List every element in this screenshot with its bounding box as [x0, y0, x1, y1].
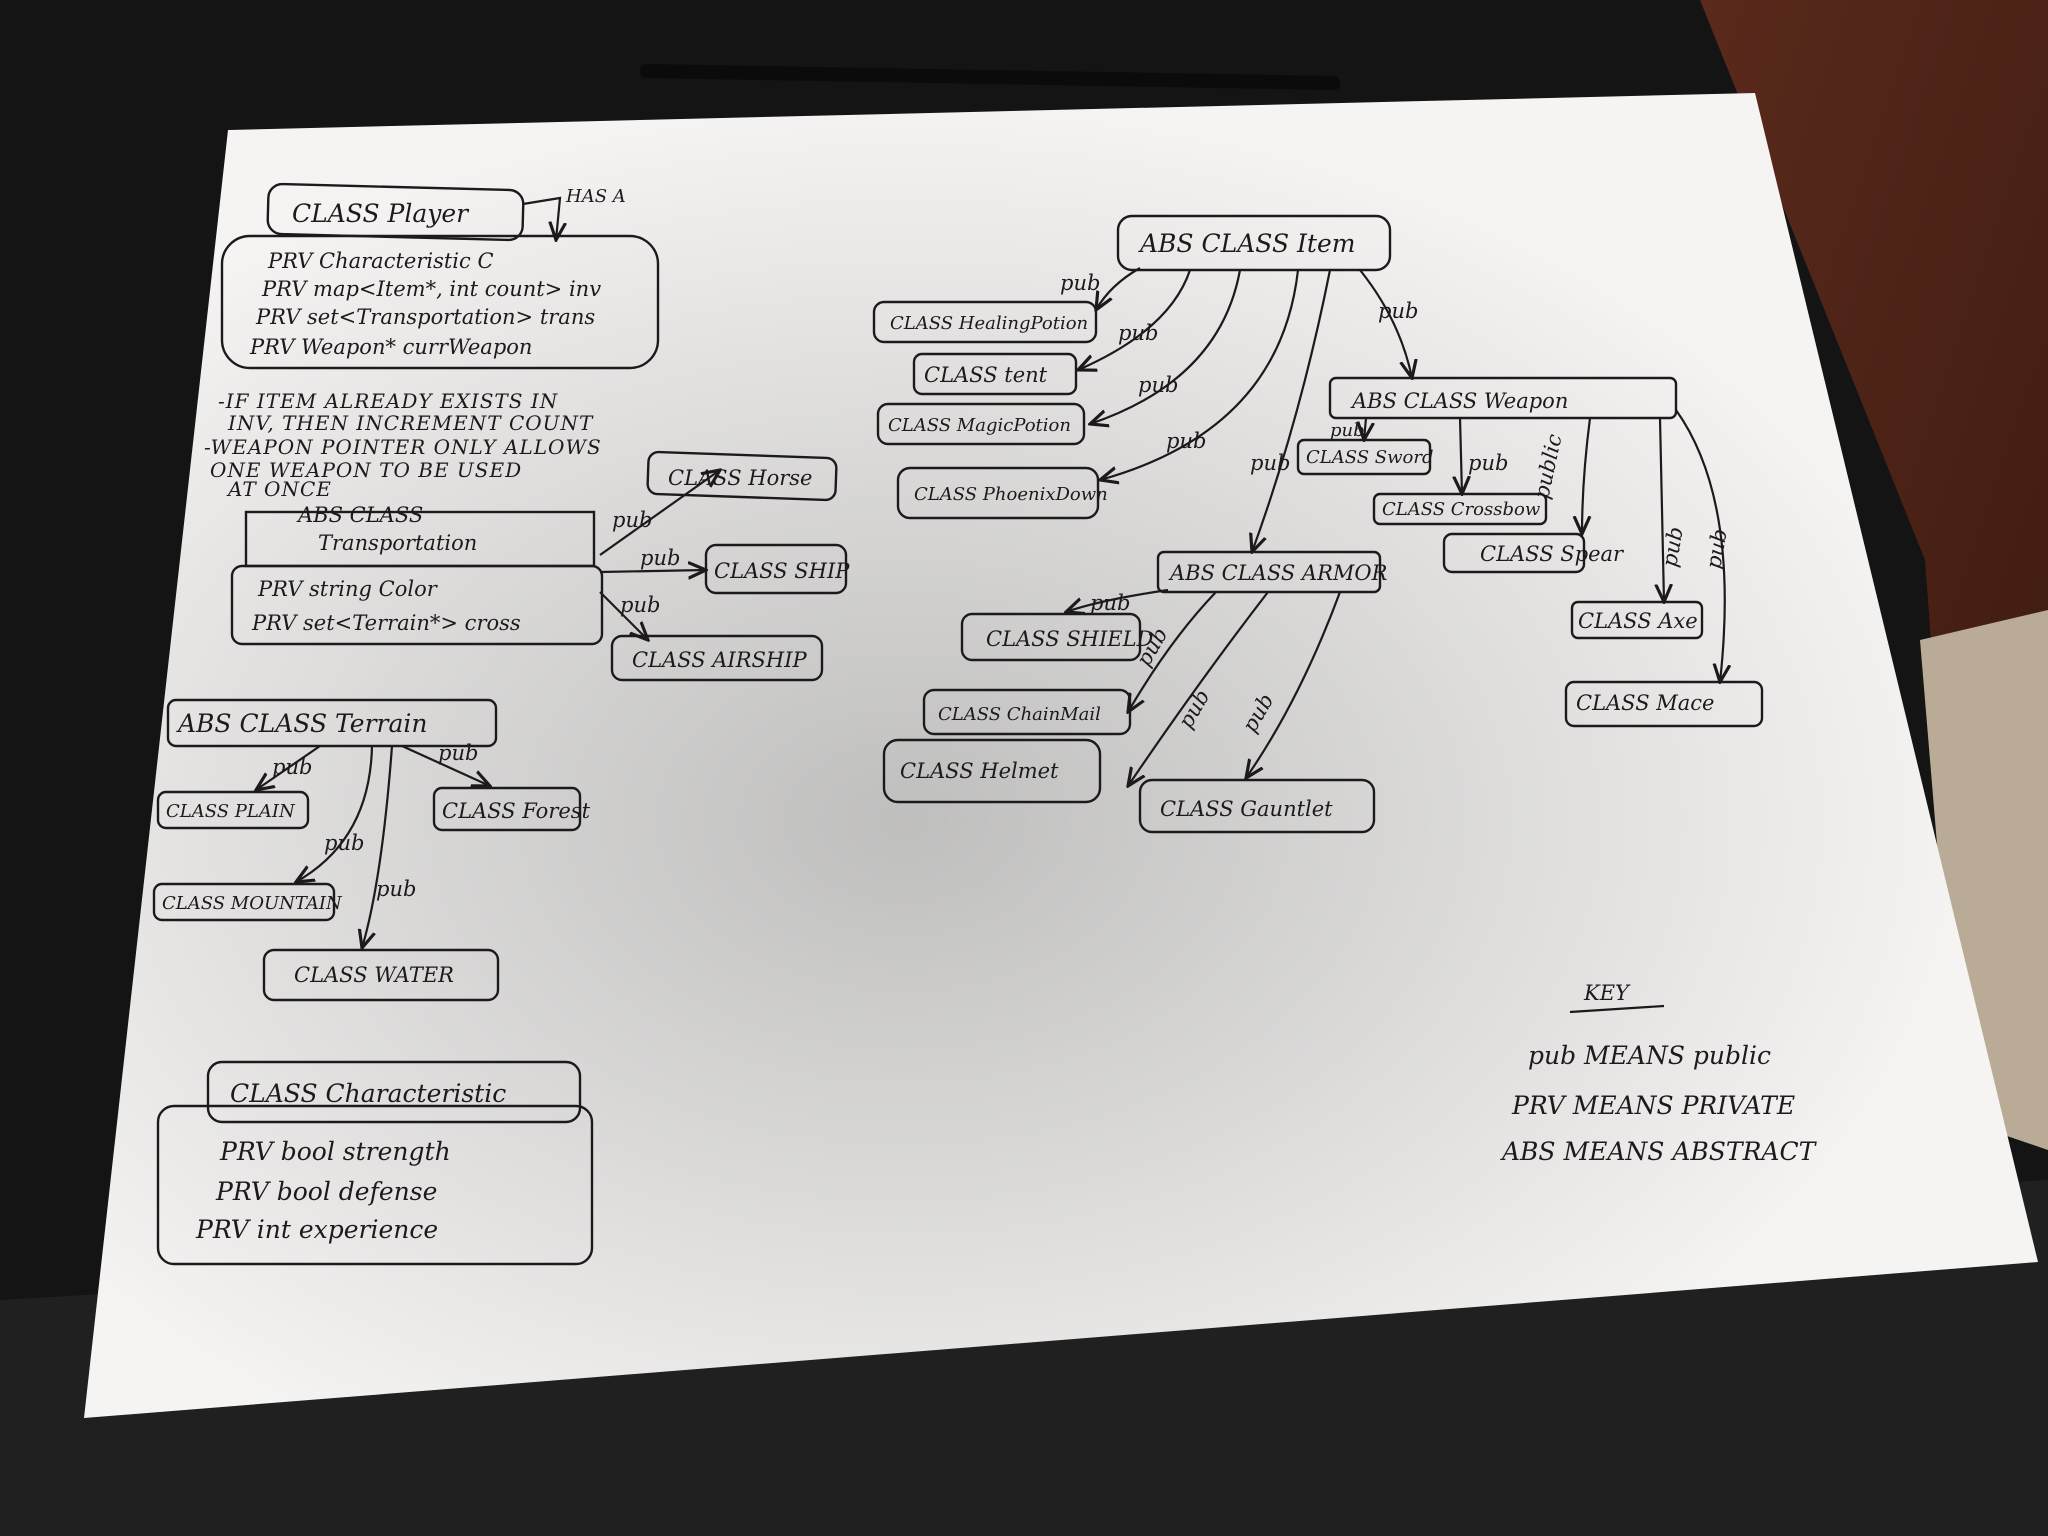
class-spear: CLASS Spear	[1480, 542, 1625, 566]
edge-label-pub: pub	[1166, 429, 1206, 453]
class-player: CLASS Player HAS A PRV Characteristic C …	[220, 182, 660, 370]
class-tent-box	[912, 352, 1078, 396]
note-line: -WEAPON POINTER ONLY ALLOWS	[204, 435, 602, 459]
class-characteristic: CLASS Characteristic PRV bool strength P…	[156, 1060, 594, 1266]
key-line: PRV MEANS PRIVATE	[1511, 1091, 1795, 1120]
class-shield-box	[960, 612, 1142, 662]
characteristic-name-box	[206, 1060, 582, 1124]
edge-label-pub: pub	[324, 831, 364, 855]
note-line: ONE WEAPON TO BE USED	[210, 458, 522, 482]
class-tent: CLASS tent	[924, 363, 1048, 387]
class-crossbow: CLASS Crossbow	[1382, 499, 1541, 520]
weapon-name: ABS CLASS Weapon	[1350, 389, 1568, 413]
terrain-box	[166, 698, 498, 748]
class-airship-box	[610, 634, 824, 682]
transportation-name: Transportation	[318, 531, 477, 555]
edge-label-pub: pub	[1060, 271, 1100, 295]
class-healingpotion-box	[872, 300, 1098, 344]
weapon-box	[1328, 376, 1678, 420]
key-title: KEY	[1583, 981, 1631, 1005]
armor-box	[1156, 550, 1382, 594]
characteristic-members-box	[156, 1104, 594, 1266]
class-player-name: CLASS Player	[292, 199, 470, 228]
class-water-box	[262, 948, 500, 1002]
characteristic-name: CLASS Characteristic	[230, 1079, 506, 1108]
terrain-name: ABS CLASS Terrain	[176, 709, 427, 738]
class-healingpotion: CLASS HealingPotion	[890, 313, 1088, 334]
class-spear-box	[1442, 532, 1586, 574]
player-members-box	[220, 234, 660, 370]
class-horse-box	[646, 450, 838, 502]
has-a-label: HAS A	[565, 186, 626, 207]
edge-label-pub: pub	[1378, 299, 1418, 323]
class-water: CLASS WATER	[294, 963, 454, 987]
transportation-member: PRV set<Terrain*> cross	[251, 611, 521, 635]
characteristic-member: PRV bool defense	[215, 1177, 437, 1206]
edge-label-pub: pub	[620, 593, 660, 617]
edge-label-pub: pub	[1468, 451, 1508, 475]
player-notes: -IF ITEM ALREADY EXISTS IN INV, THEN INC…	[204, 389, 602, 501]
class-magicpotion-box	[876, 402, 1086, 446]
player-member: PRV Weapon* currWeapon	[249, 335, 532, 359]
item-name: ABS CLASS Item	[1138, 229, 1355, 258]
class-airship: CLASS AIRSHIP	[632, 648, 808, 672]
note-line: INV, THEN INCREMENT COUNT	[227, 411, 594, 435]
edge-label-pub: pub	[376, 877, 416, 901]
class-plain: CLASS PLAIN	[166, 801, 296, 822]
class-gauntlet: CLASS Gauntlet	[1160, 797, 1333, 821]
class-magicpotion: CLASS MagicPotion	[888, 415, 1071, 436]
transportation-member: PRV string Color	[257, 577, 439, 601]
class-axe: CLASS Axe	[1578, 609, 1698, 633]
class-phoenixdown-box	[896, 466, 1100, 520]
edge-label-pub: pub	[612, 508, 652, 532]
class-phoenixdown: CLASS PhoenixDown	[914, 484, 1108, 505]
class-sword: CLASS Sword	[1306, 447, 1434, 468]
edge-label-pub: pub	[1138, 373, 1178, 397]
class-forest: CLASS Forest	[442, 799, 591, 823]
class-chainmail: CLASS ChainMail	[938, 704, 1101, 725]
edge-label-pub: pub	[640, 546, 680, 570]
class-armor: ABS CLASS ARMOR CLASS SHIELD CLASS Chain…	[882, 550, 1388, 834]
class-helmet-box	[882, 738, 1102, 804]
player-member: PRV map<Item*, int count> inv	[261, 277, 601, 301]
characteristic-member: PRV int experience	[195, 1215, 438, 1244]
class-shield: CLASS SHIELD	[986, 627, 1154, 651]
class-helmet: CLASS Helmet	[900, 759, 1059, 783]
edge-label-pub: pub	[1330, 420, 1365, 441]
class-mace-box	[1564, 680, 1764, 728]
class-terrain: ABS CLASS Terrain CLASS PLAIN CLASS Fore…	[152, 698, 591, 1002]
class-ship: CLASS SHIP	[714, 559, 850, 583]
edge-label-pub: pub	[1118, 321, 1158, 345]
edge-label-pub: pub	[272, 755, 312, 779]
class-horse: CLASS Horse	[668, 466, 812, 490]
edge-label-pub: pub	[1250, 451, 1290, 475]
legend-key: KEY pub MEANS public PRV MEANS PRIVATE A…	[1500, 981, 1818, 1166]
class-transportation: ABS CLASS Transportation PRV string Colo…	[230, 450, 850, 682]
player-member: PRV Characteristic C	[267, 249, 494, 273]
class-axe-box	[1570, 600, 1704, 640]
edge-label-pub: pub	[1090, 591, 1130, 615]
class-forest-box	[432, 786, 582, 832]
transportation-members-box	[230, 564, 604, 646]
key-line: pub MEANS public	[1528, 1041, 1771, 1070]
pen-icon	[640, 63, 1340, 91]
class-plain-box	[156, 790, 310, 830]
edge-label-pub: pub	[438, 741, 478, 765]
class-item: ABS CLASS Item CLASS HealingPotion CLASS…	[872, 214, 1418, 552]
characteristic-member: PRV bool strength	[219, 1137, 451, 1166]
note-line: -IF ITEM ALREADY EXISTS IN	[218, 389, 559, 413]
class-mace: CLASS Mace	[1576, 691, 1714, 715]
transportation-abs: ABS CLASS	[296, 503, 423, 527]
armor-name: ABS CLASS ARMOR	[1168, 561, 1388, 585]
item-box	[1116, 214, 1392, 272]
player-member: PRV set<Transportation> trans	[255, 305, 595, 329]
class-mountain: CLASS MOUNTAIN	[162, 893, 343, 914]
key-line: ABS MEANS ABSTRACT	[1500, 1137, 1818, 1166]
class-mountain-box	[152, 882, 336, 922]
note-line: AT ONCE	[226, 477, 332, 501]
